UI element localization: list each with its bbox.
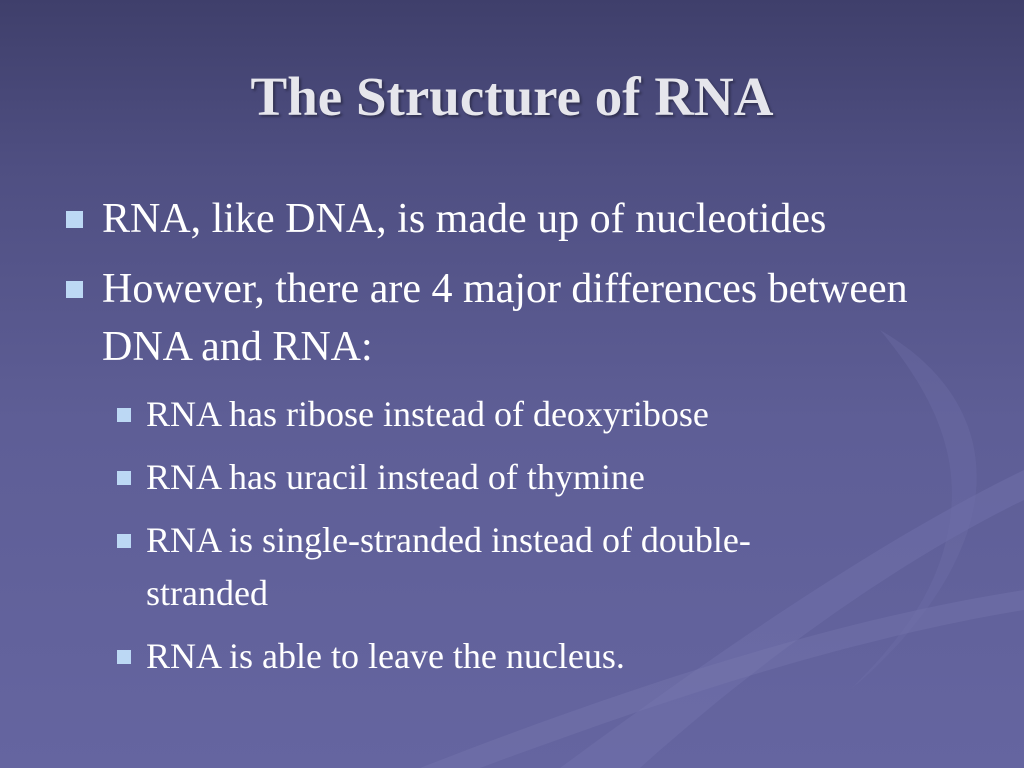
sub-bullet-text: RNA has ribose instead of deoxyribose [146, 394, 709, 434]
sub-bullet-text: RNA is able to leave the nucleus. [146, 636, 625, 676]
bullet-list: RNA, like DNA, is made up of nucleotides… [62, 190, 962, 693]
square-bullet-icon [66, 281, 83, 298]
sub-bullet-text: RNA has uracil instead of thymine [146, 457, 645, 497]
sub-bullet-text: RNA is single-stranded instead of double… [146, 520, 751, 613]
sub-bullet-item-2: RNA has uracil instead of thymine [62, 451, 962, 504]
bullet-text: RNA, like DNA, is made up of nucleotides [102, 196, 827, 242]
square-bullet-icon [117, 650, 131, 664]
bullet-item-2: However, there are 4 major differences b… [62, 260, 962, 376]
square-bullet-icon [117, 471, 131, 485]
square-bullet-icon [117, 534, 131, 548]
bullet-text: However, there are 4 major differences b… [102, 266, 908, 370]
sub-bullet-item-4: RNA is able to leave the nucleus. [62, 630, 962, 683]
slide-title: The Structure of RNA [250, 66, 774, 127]
sub-bullet-item-1: RNA has ribose instead of deoxyribose [62, 388, 962, 441]
bullet-item-1: RNA, like DNA, is made up of nucleotides [62, 190, 962, 248]
square-bullet-icon [117, 408, 131, 422]
sub-bullet-item-3: RNA is single-stranded instead of double… [62, 514, 962, 620]
square-bullet-icon [66, 211, 83, 228]
